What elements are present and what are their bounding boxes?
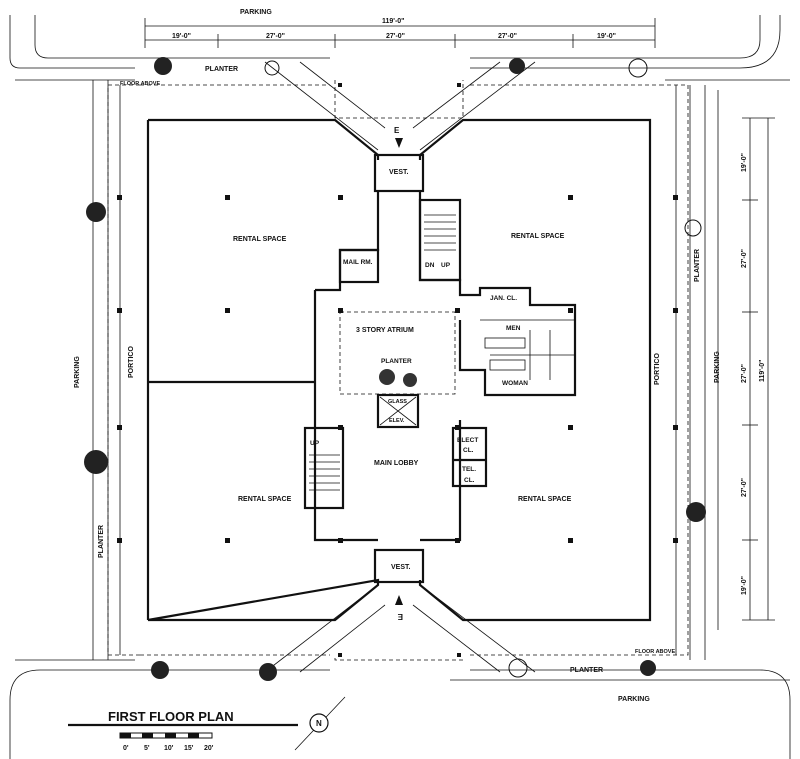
stair-up-label-north: UP (441, 262, 451, 269)
vest-north: VEST. (389, 169, 409, 176)
elect-cl-label: CL. (463, 447, 474, 454)
right-dimensions (742, 117, 775, 621)
top-dimensions (144, 18, 656, 48)
scale-15: 15' (184, 745, 194, 752)
jan-cl-label: JAN. CL. (490, 295, 517, 302)
portico-lines (119, 85, 677, 655)
men-label: MEN (506, 325, 521, 332)
dim-bay-5: 19'-0" (597, 33, 616, 40)
dim-right-1: 19'-0" (741, 153, 748, 172)
graphic-scale (119, 732, 213, 739)
north-arrow-icon (294, 696, 346, 751)
floor-above-outline (107, 80, 689, 661)
tel-cl-label: CL. (464, 477, 475, 484)
site-curbs (9, 15, 791, 759)
dim-overall-top: 119'-0" (382, 18, 405, 25)
rental-space-ne: RENTAL SPACE (511, 233, 565, 240)
main-lobby-label: MAIN LOBBY (374, 460, 419, 467)
rental-space-sw: RENTAL SPACE (238, 496, 292, 503)
mail-room-label: MAIL RM. (343, 259, 373, 266)
portico-right: PORTICO (654, 353, 661, 385)
stair-hatching (309, 214, 456, 491)
dim-bay-4: 27'-0" (498, 33, 517, 40)
floor-above-bottom: FLOOR ABOVE (635, 649, 675, 655)
planter-left: PLANTER (98, 525, 105, 558)
exterior-wall (146, 118, 652, 622)
interior-walls (148, 190, 577, 542)
glass-elevator-symbol (379, 396, 417, 426)
vest-south: VEST. (391, 564, 411, 571)
dim-bay-1: 19'-0" (172, 33, 191, 40)
scale-10: 10' (164, 745, 174, 752)
dim-right-3: 27'-0" (741, 364, 748, 383)
parking-right: PARKING (714, 351, 721, 383)
parking-left: PARKING (74, 356, 81, 388)
rental-space-nw: RENTAL SPACE (233, 236, 287, 243)
diagonal-walks (264, 61, 536, 673)
structural-columns (117, 83, 678, 657)
planter-right: PLANTER (694, 249, 701, 282)
vestibules (373, 153, 425, 584)
woman-label: WOMAN (502, 380, 528, 387)
glass-label: GLASS (388, 399, 407, 405)
stair-up-label-south: UP (310, 440, 320, 447)
tel-label: TEL. (462, 466, 476, 473)
dim-bay-2: 27'-0" (266, 33, 285, 40)
rental-space-se: RENTAL SPACE (518, 496, 572, 503)
portico-left: PORTICO (128, 346, 135, 378)
north-label: N (316, 719, 322, 728)
parking-label-top: PARKING (240, 9, 272, 16)
scale-0: 0' (123, 745, 129, 752)
planter-bottom: PLANTER (570, 667, 603, 674)
elect-label: ELECT (457, 437, 478, 444)
entry-north: E (394, 126, 400, 135)
plan-title: FIRST FLOOR PLAN (108, 709, 234, 724)
scale-20: 20' (204, 745, 214, 752)
entry-south: E (397, 612, 403, 621)
floor-above-top: FLOOR ABOVE (120, 81, 160, 87)
tree-symbols (84, 57, 706, 681)
entry-arrows (395, 138, 403, 605)
atrium-label: 3 STORY ATRIUM (356, 327, 414, 334)
atrium-outline (339, 311, 456, 395)
stair-dn-label: DN (425, 262, 435, 269)
dim-overall-right: 119'-0" (759, 359, 766, 382)
dim-right-5: 19'-0" (741, 576, 748, 595)
parking-bottom: PARKING (618, 696, 650, 703)
dim-right-4: 27'-0" (741, 478, 748, 497)
dim-right-2: 27'-0" (741, 249, 748, 268)
scale-5: 5' (144, 745, 150, 752)
dim-bay-3: 27'-0" (386, 33, 405, 40)
toilet-fixtures (480, 319, 575, 380)
planter-atrium-label: PLANTER (381, 358, 412, 365)
elev-label: ELEV. (389, 418, 405, 424)
planter-top: PLANTER (205, 66, 238, 73)
